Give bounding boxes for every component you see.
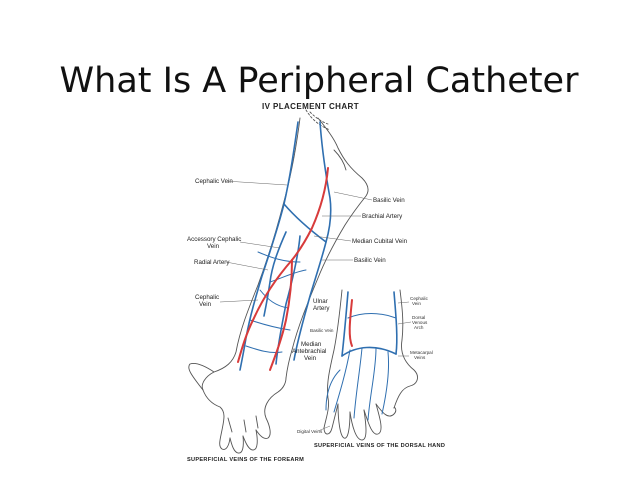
label-dorsal-3: Arch bbox=[414, 325, 424, 330]
label-median-2: Antebrachial bbox=[292, 348, 326, 355]
label-basilic-vein-mid: Basilic Vein bbox=[354, 257, 386, 264]
label-ulnar-artery-1: Ulnar bbox=[313, 298, 328, 305]
label-median-1: Median bbox=[301, 341, 322, 348]
label-cephalic-lower-2: Vein bbox=[199, 301, 212, 308]
forearm-vessels bbox=[237, 121, 332, 371]
label-hand-cephalic-1: Cephalic bbox=[410, 296, 429, 301]
label-median-3: Vein bbox=[304, 355, 317, 362]
label-accessory-cephalic-2: Vein bbox=[207, 243, 220, 250]
label-digital-veins: Digital Veins bbox=[297, 429, 323, 434]
label-metacarpal-2: Veins bbox=[414, 355, 426, 360]
label-dorsal-1: Dorsal bbox=[412, 315, 425, 320]
label-metacarpal-1: Metacarpal bbox=[410, 350, 433, 355]
hand-caption: SUPERFICIAL VEINS OF THE DORSAL HAND bbox=[314, 443, 445, 449]
chart-heading: IV PLACEMENT CHART bbox=[262, 102, 359, 111]
label-radial-artery: Radial Artery bbox=[194, 259, 230, 266]
forearm-caption: SUPERFICIAL VEINS OF THE FOREARM bbox=[187, 457, 304, 463]
label-basilic-vein-small: Basilic Vein bbox=[310, 328, 334, 333]
slide-title: What Is A Peripheral Catheter bbox=[59, 61, 579, 102]
dorsal-hand-labels: Cephalic Vein Dorsal Venous Arch Metacar… bbox=[297, 296, 433, 434]
left-labels: Cephalic Vein Accessory Cephalic Vein Ra… bbox=[187, 178, 288, 308]
forearm-hand-outline bbox=[188, 363, 287, 454]
center-labels: Ulnar Artery Basilic Vein Median Antebra… bbox=[292, 298, 334, 362]
label-ulnar-artery-2: Artery bbox=[313, 305, 330, 312]
label-cephalic-lower-1: Cephalic bbox=[195, 294, 219, 301]
label-basilic-vein-upper: Basilic Vein bbox=[373, 197, 405, 204]
label-median-cubital-vein: Median Cubital Vein bbox=[352, 238, 408, 245]
label-accessory-cephalic-1: Accessory Cephalic bbox=[187, 236, 241, 243]
label-brachial-artery: Brachial Artery bbox=[362, 213, 403, 220]
label-dorsal-2: Venous bbox=[412, 320, 428, 325]
dorsal-hand-vessels bbox=[325, 291, 398, 421]
dorsal-hand-outline bbox=[323, 289, 418, 441]
right-labels: Basilic Vein Brachial Artery Median Cubi… bbox=[313, 191, 408, 264]
label-hand-cephalic-2: Vein bbox=[412, 301, 421, 306]
label-cephalic-vein: Cephalic Vein bbox=[195, 178, 233, 185]
